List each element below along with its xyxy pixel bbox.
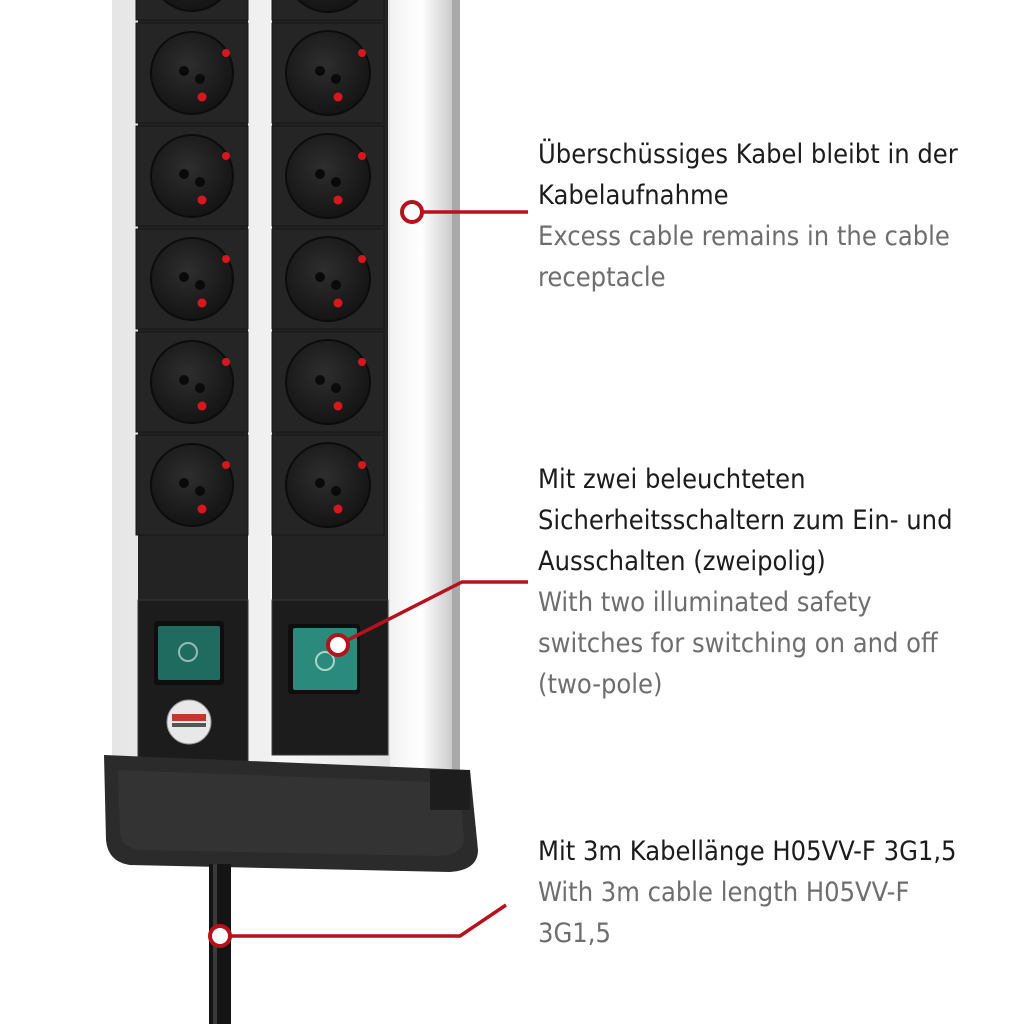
socket-pin-hole	[195, 74, 205, 84]
callout-german-line: Kabelaufnahme	[538, 180, 729, 211]
socket-pin-hole	[179, 375, 189, 385]
callout-english-line: switches for switching on and off	[538, 628, 938, 659]
callout-german-line: Ausschalten (zweipolig)	[538, 546, 826, 577]
power-symbol-icon	[315, 651, 335, 671]
socket-outlet	[285, 133, 371, 219]
child-protection-indicator	[358, 461, 366, 469]
safety-switch-right	[293, 628, 357, 690]
callout-safety-switches: Mit zwei beleuchteten Sicherheitsschalte…	[538, 459, 1008, 705]
socket-pin-hole	[331, 177, 341, 187]
socket-pin-hole	[331, 486, 341, 496]
socket-outlet	[297, 0, 359, 13]
socket-pin-hole	[195, 177, 205, 187]
socket-pin-hole	[315, 66, 325, 76]
socket-pin-hole	[179, 272, 189, 282]
socket-pin-hole	[195, 486, 205, 496]
child-protection-indicator	[333, 401, 343, 411]
socket-pin-hole	[195, 280, 205, 290]
callout-german-line: Überschüssiges Kabel bleibt in der	[538, 139, 958, 170]
callout-english-line: (two-pole)	[538, 669, 663, 700]
sockets-left	[135, 0, 249, 536]
child-protection-indicator	[333, 92, 343, 102]
child-protection-indicator	[222, 461, 230, 469]
child-protection-indicator	[222, 152, 230, 160]
socket-pin-hole	[315, 169, 325, 179]
callout-english-line: With two illuminated safety	[538, 587, 872, 618]
socket-pin-hole	[331, 74, 341, 84]
callout-german-line: Mit 3m Kabellänge H05VV-F 3G1,5	[538, 836, 957, 867]
socket-outlet	[285, 236, 371, 322]
socket-outlet	[162, 0, 222, 12]
callout-german-line: Mit zwei beleuchteten	[538, 464, 806, 495]
child-protection-indicator	[358, 358, 366, 366]
socket-outlet	[150, 340, 234, 424]
child-protection-indicator	[333, 195, 343, 205]
socket-outlet	[150, 31, 234, 115]
socket-outlet	[285, 339, 371, 425]
socket-pin-hole	[179, 169, 189, 179]
callout-leader-lines	[208, 200, 528, 948]
socket-pin-hole	[315, 375, 325, 385]
callout-cable-receptacle: Überschüssiges Kabel bleibt in der Kabel…	[538, 134, 1008, 298]
socket-outlet	[285, 30, 371, 116]
socket-pin-hole	[179, 478, 189, 488]
socket-pin-hole	[195, 383, 205, 393]
sockets-right	[271, 0, 385, 536]
callout-english-line: Excess cable remains in the cable	[538, 221, 950, 252]
child-protection-indicator	[222, 49, 230, 57]
socket-outlet	[285, 442, 371, 528]
child-protection-indicator	[197, 92, 207, 102]
callout-english-line: 3G1,5	[538, 918, 611, 949]
brand-badge	[166, 699, 212, 745]
child-protection-indicator	[197, 195, 207, 205]
callout-cable-length: Mit 3m Kabellänge H05VV-F 3G1,5 With 3m …	[538, 831, 1008, 954]
power-symbol-icon	[178, 642, 198, 662]
child-protection-indicator	[222, 255, 230, 263]
socket-outlet	[150, 443, 234, 527]
safety-switch-left	[158, 626, 220, 680]
socket-pin-hole	[179, 66, 189, 76]
callout-german-line: Sicherheitsschaltern zum Ein- und	[538, 505, 953, 536]
callout-english-line: With 3m cable length H05VV-F	[538, 877, 910, 908]
socket-pin-hole	[315, 478, 325, 488]
child-protection-indicator	[333, 504, 343, 514]
child-protection-indicator	[358, 255, 366, 263]
child-protection-indicator	[197, 504, 207, 514]
child-protection-indicator	[333, 298, 343, 308]
child-protection-indicator	[222, 358, 230, 366]
socket-pin-hole	[315, 272, 325, 282]
socket-outlet	[150, 134, 234, 218]
child-protection-indicator	[358, 152, 366, 160]
socket-pin-hole	[331, 280, 341, 290]
socket-pin-hole	[331, 383, 341, 393]
aluminium-side-profile	[390, 0, 460, 790]
callout-english-line: receptacle	[538, 262, 666, 293]
child-protection-indicator	[197, 298, 207, 308]
child-protection-indicator	[197, 401, 207, 411]
child-protection-indicator	[358, 49, 366, 57]
socket-outlet	[150, 237, 234, 321]
